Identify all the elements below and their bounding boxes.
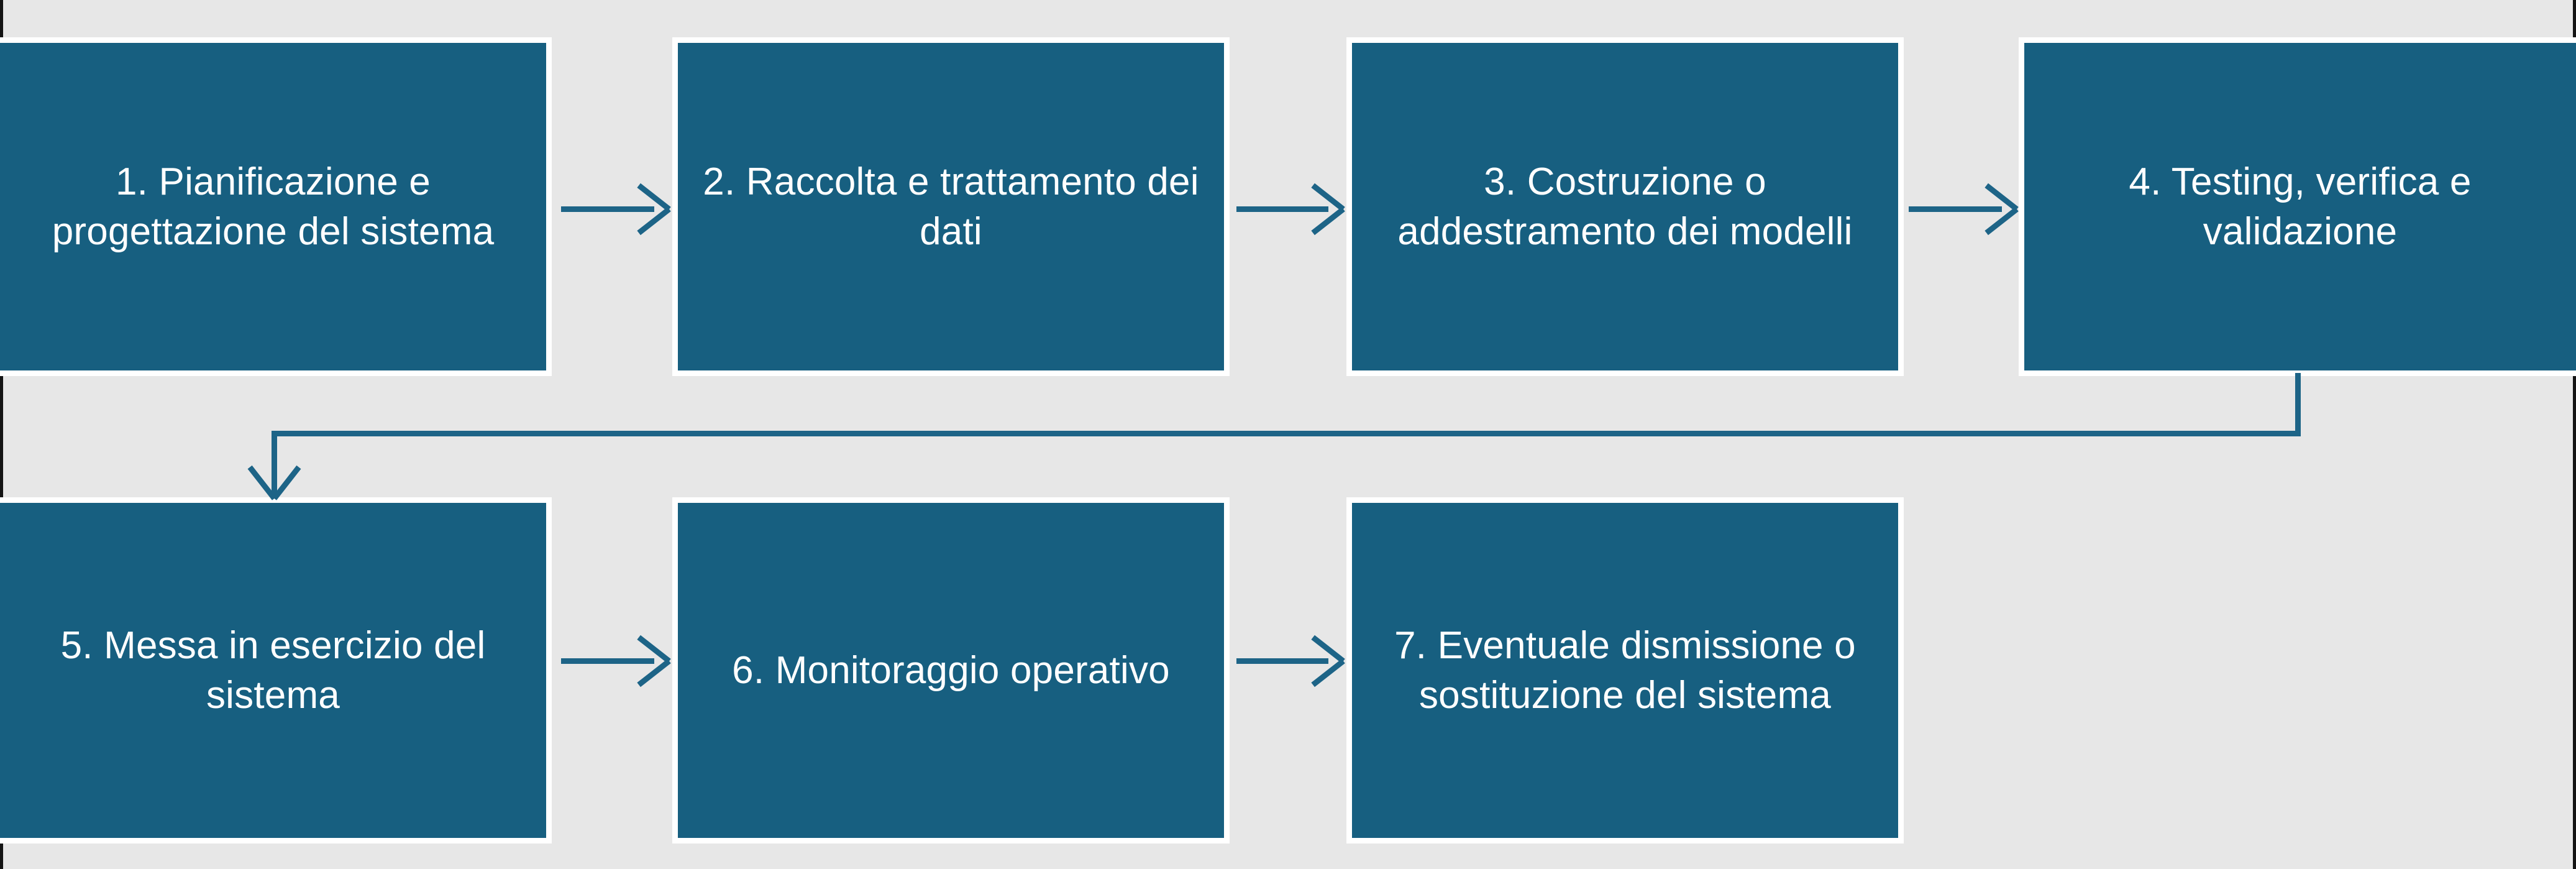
process-node-2-label: 2. Raccolta e trattamento dei dati <box>703 160 1199 253</box>
process-node-5[interactable]: 5. Messa in esercizio del sistema <box>0 497 552 844</box>
process-node-6-label: 6. Monitoraggio operativo <box>732 648 1170 692</box>
process-node-1-label: 1. Pianificazione e progettazione del si… <box>52 160 495 253</box>
process-node-7-label: 7. Eventuale dismissione o sostituzione … <box>1394 624 1856 717</box>
process-node-3[interactable]: 3. Costruzione o addestramento dei model… <box>1346 37 1904 376</box>
connector-4-to-5-segment-horizontal <box>272 431 2301 436</box>
slide-frame-edge-right <box>2573 0 2576 869</box>
connector-1-to-2-line <box>561 206 654 212</box>
connector-3-to-4-line <box>1909 206 2002 212</box>
process-node-5-label: 5. Messa in esercizio del sistema <box>60 624 486 717</box>
process-node-6[interactable]: 6. Monitoraggio operativo <box>672 497 1230 844</box>
slide-frame-edge-left <box>0 0 3 869</box>
process-node-3-label: 3. Costruzione o addestramento dei model… <box>1397 160 1853 253</box>
process-node-4[interactable]: 4. Testing, verifica e validazione <box>2019 37 2576 376</box>
process-node-1[interactable]: 1. Pianificazione e progettazione del si… <box>0 37 552 376</box>
connector-5-to-6-line <box>561 658 654 664</box>
connector-2-to-3-line <box>1236 206 1328 212</box>
process-node-2[interactable]: 2. Raccolta e trattamento dei dati <box>672 37 1230 376</box>
process-node-7[interactable]: 7. Eventuale dismissione o sostituzione … <box>1346 497 1904 844</box>
connector-6-to-7-line <box>1236 658 1328 664</box>
connector-4-to-5-segment-down-right <box>2295 373 2301 436</box>
process-node-4-label: 4. Testing, verifica e validazione <box>2129 160 2472 253</box>
connector-4-to-5-segment-down-left <box>272 431 277 498</box>
